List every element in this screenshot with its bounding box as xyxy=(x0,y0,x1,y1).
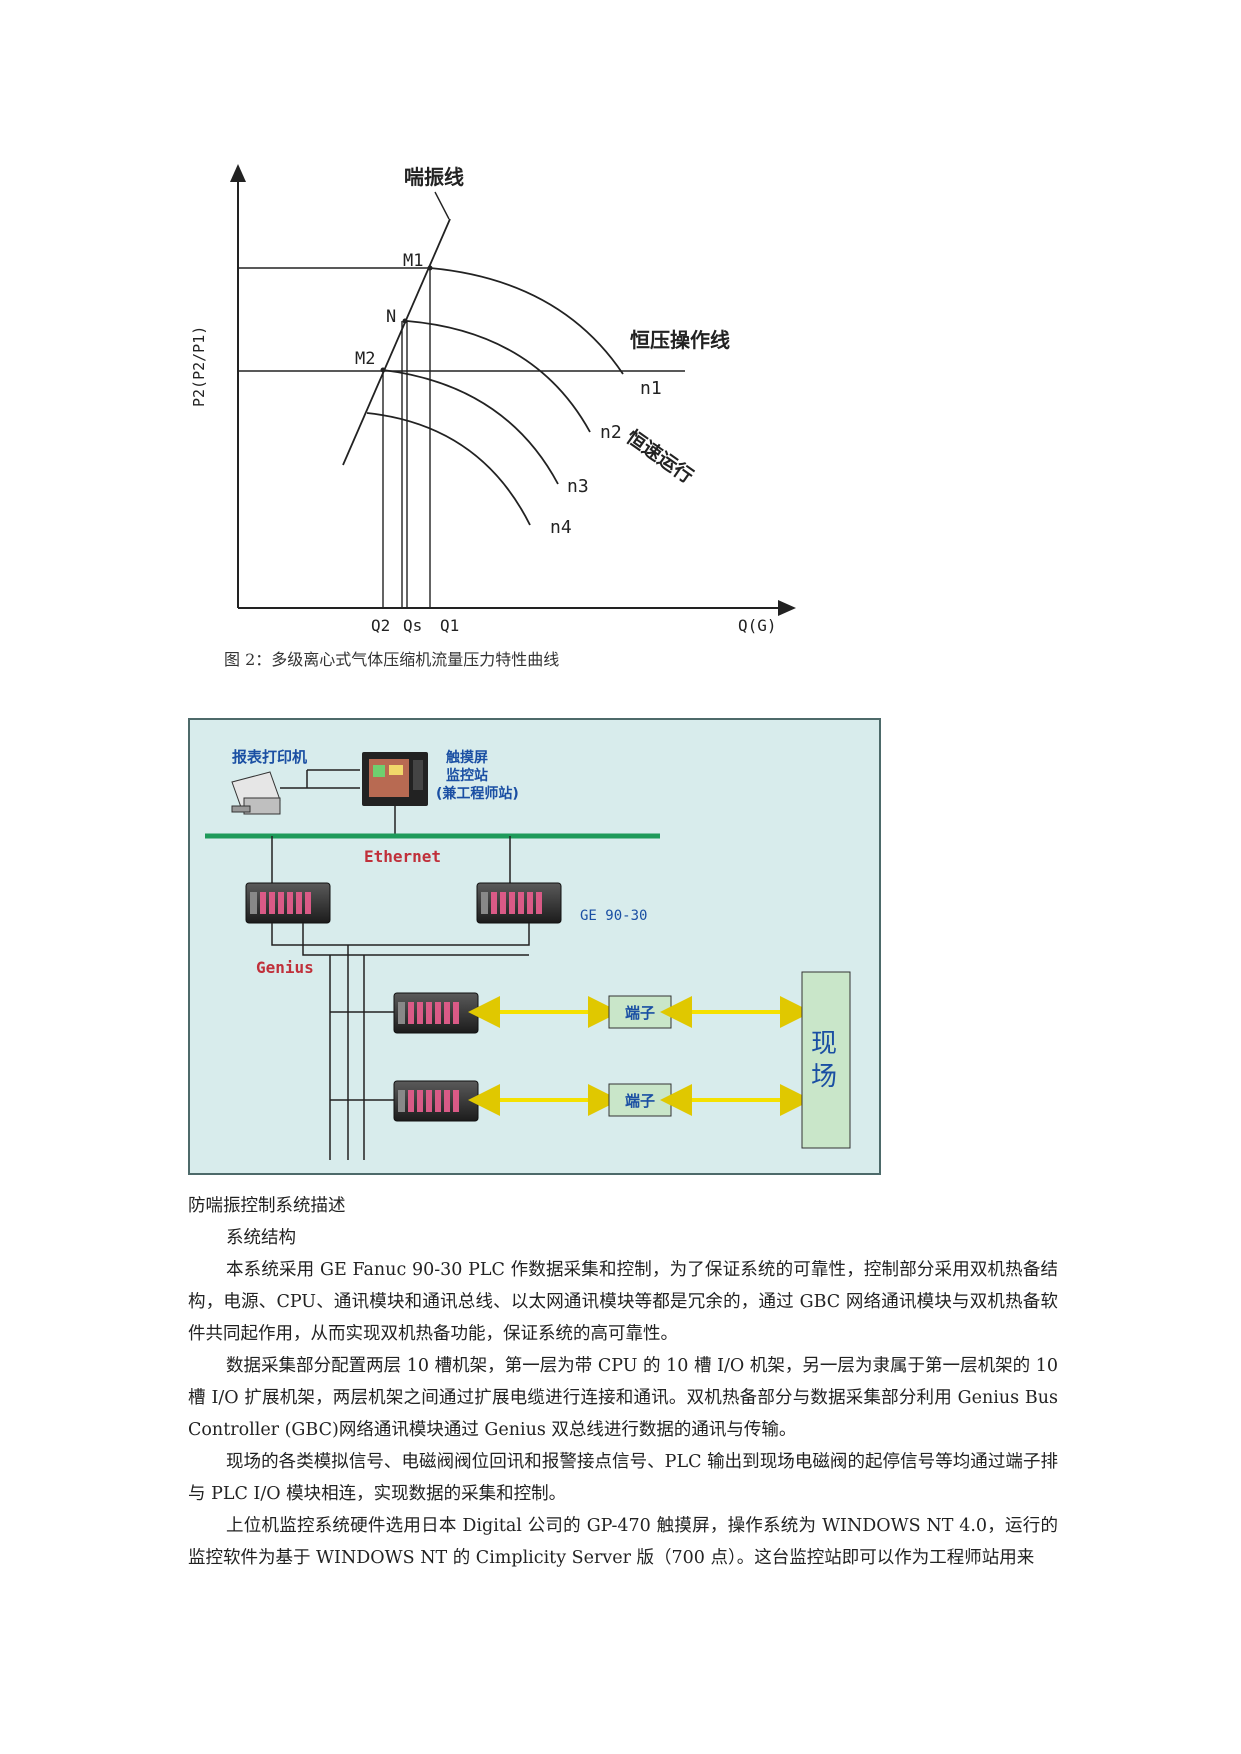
io-rack-2 xyxy=(393,1080,479,1122)
field-box xyxy=(801,971,851,1149)
x-tick-q2: Q2 xyxy=(371,616,390,635)
terminal-label-2: 端子 xyxy=(625,1092,655,1110)
paragraph-2: 数据采集部分配置两层 10 槽机架，第一层为带 CPU 的 10 槽 I/O 机… xyxy=(188,1356,1058,1440)
ethernet-label: Ethernet xyxy=(364,847,441,866)
curve-n2 xyxy=(406,320,591,433)
curve-n1-label: n1 xyxy=(640,378,662,399)
surge-label-leader xyxy=(434,191,450,220)
constant-speed-label: 恒速运行 xyxy=(622,425,697,487)
paragraph-3: 现场的各类模拟信号、电磁阀阀位回讯和报警接点信号、PLC 输出到现场电磁阀的起停… xyxy=(188,1452,1058,1504)
touchscreen-label-line1: 触摸屏 xyxy=(445,749,488,766)
paragraph-1: 本系统采用 GE Fanuc 90-30 PLC 作数据采集和控制，为了保证系统… xyxy=(188,1260,1058,1344)
x-tick-q1: Q1 xyxy=(440,616,459,635)
touchscreen-monitor-icon xyxy=(362,752,428,806)
section-heading: 防喘振控制系统描述 xyxy=(188,1196,346,1216)
curve-n4-label: n4 xyxy=(550,517,572,538)
system-architecture-figure: 报表打印机 触摸屏 监控站 (兼工程师站) Ethernet GE 90-30 … xyxy=(188,718,881,1175)
point-n xyxy=(402,318,408,324)
curve-n1 xyxy=(429,267,624,375)
touchscreen-label-line3: (兼工程师站) xyxy=(436,785,519,802)
point-m2-label: M2 xyxy=(355,349,375,369)
curve-n3 xyxy=(382,369,559,485)
y-axis-label: P2(P2/P1) xyxy=(190,326,208,407)
touchscreen-label-line2: 监控站 xyxy=(446,767,488,784)
x-tick-qs: Qs xyxy=(403,616,422,635)
curve-n4 xyxy=(366,412,531,526)
point-m2 xyxy=(380,367,386,373)
printer-icon xyxy=(231,771,281,815)
compressor-curve-figure: 喘振线 恒压操作线 恒速运行 M1 N M2 n1 n2 n3 n4 P2(P2… xyxy=(190,164,796,635)
surge-line-label: 喘振线 xyxy=(404,165,464,189)
paragraph-4: 上位机监控系统硬件选用日本 Digital 公司的 GP-470 触摸屏，操作系… xyxy=(188,1516,1058,1568)
terminal-label-1: 端子 xyxy=(625,1004,655,1022)
curve-n3-label: n3 xyxy=(567,476,589,497)
curve-n2-label: n2 xyxy=(600,422,622,443)
point-n-label: N xyxy=(386,307,396,327)
field-label-line2: 场 xyxy=(811,1062,837,1092)
constant-pressure-label: 恒压操作线 xyxy=(630,328,730,352)
point-m1-label: M1 xyxy=(403,251,423,271)
genius-bus-b xyxy=(302,923,529,956)
field-label-line1: 现 xyxy=(811,1029,837,1059)
plc-rack-left xyxy=(245,882,331,924)
plc-label: GE 90-30 xyxy=(580,908,647,924)
io-rack-1 xyxy=(393,992,479,1034)
section-subheading: 系统结构 xyxy=(226,1228,296,1248)
x-axis-label: Q(G) xyxy=(738,616,777,635)
point-m1 xyxy=(427,265,433,271)
body-text: 防喘振控制系统描述 系统结构 本系统采用 GE Fanuc 90-30 PLC … xyxy=(188,1190,1058,1574)
genius-label: Genius xyxy=(256,958,314,977)
genius-bus-a xyxy=(271,923,530,946)
plc-rack-right xyxy=(476,882,562,924)
surge-line xyxy=(342,218,451,466)
printer-label: 报表打印机 xyxy=(232,748,307,766)
figure1-caption: 图 2：多级离心式气体压缩机流量压力特性曲线 xyxy=(224,650,560,669)
